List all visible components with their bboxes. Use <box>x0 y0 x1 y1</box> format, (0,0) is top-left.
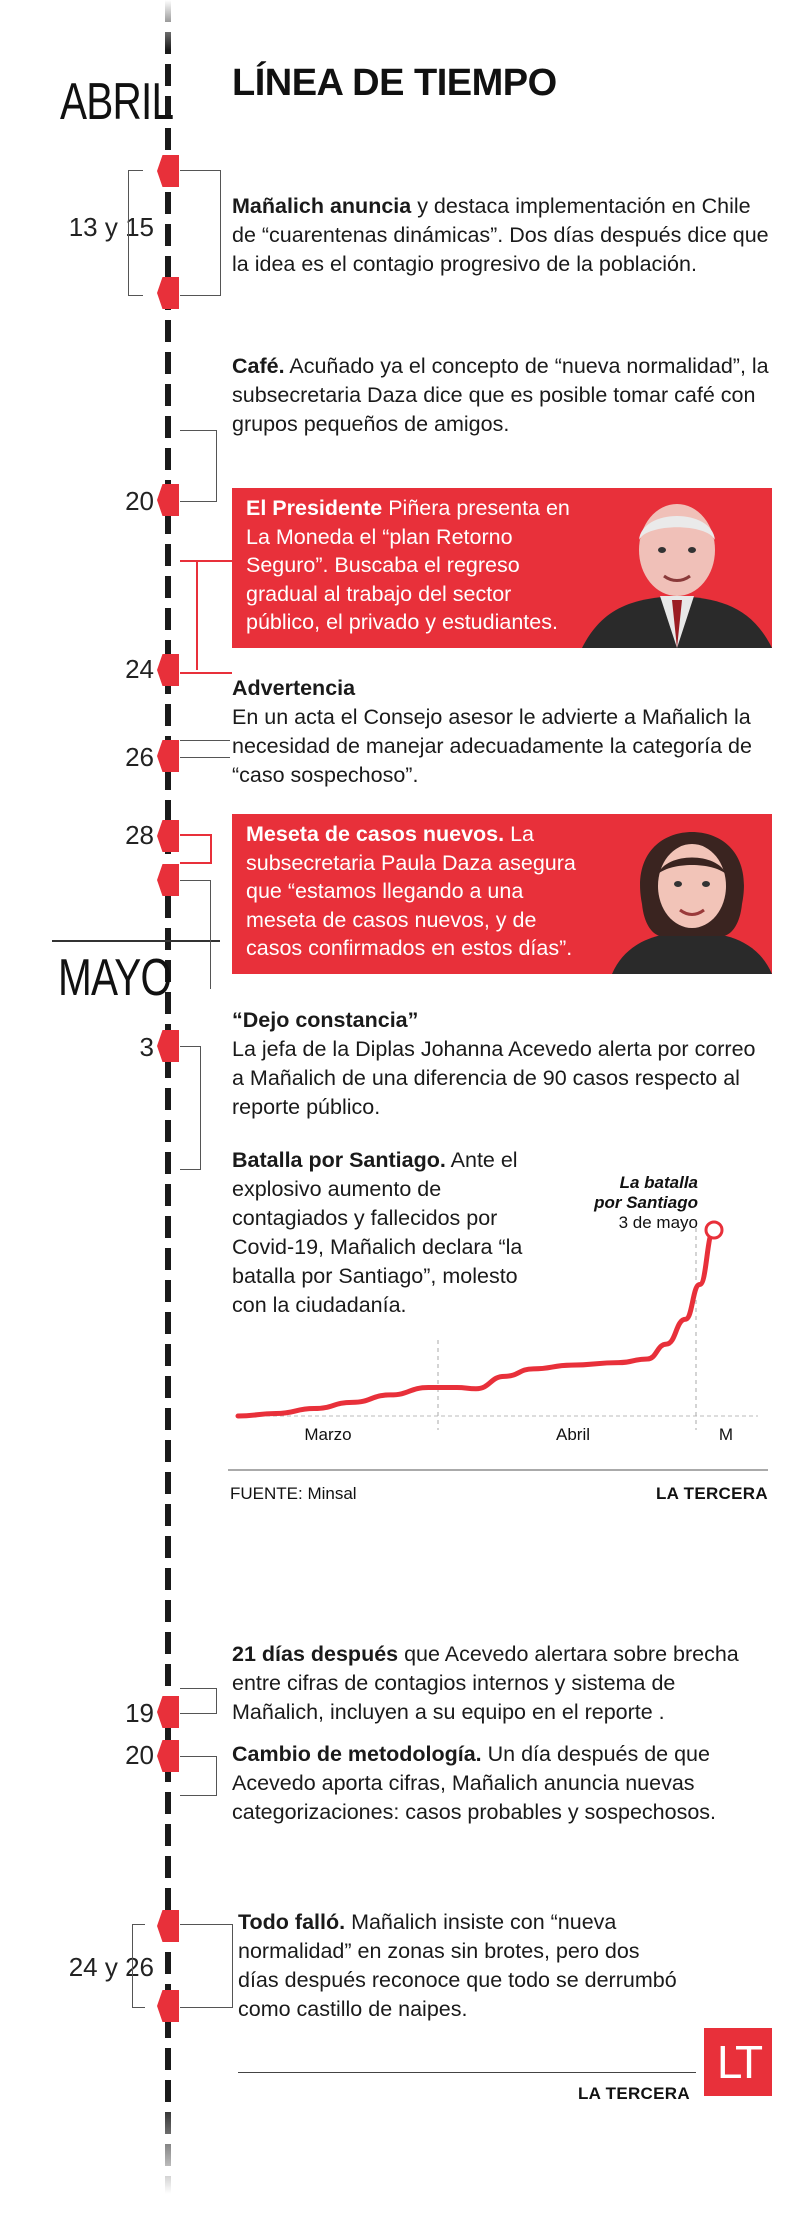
x-tick-marzo: Marzo <box>304 1425 351 1444</box>
event-bold: Todo falló. <box>238 1910 346 1934</box>
la-tercera-logo: LT <box>704 2028 772 2096</box>
connector-e8 <box>180 1688 217 1714</box>
event-text-metodologia: Cambio de metodología. Un día después de… <box>232 1740 772 1827</box>
series-line-cases <box>235 1227 717 1419</box>
event-body: La subsecretaria Paula Daza asegura que … <box>246 822 576 960</box>
footer-rule <box>238 2072 696 2073</box>
event-text-meseta: Meseta de casos nuevos. La subsecretaria… <box>246 820 586 963</box>
event-text-advertencia: Advertencia En un acta el Consejo asesor… <box>232 674 772 790</box>
event-bold: Batalla por Santiago. <box>232 1148 446 1172</box>
marker-24 <box>157 654 179 686</box>
date-28: 28 <box>125 820 154 850</box>
event-text-dejo-constancia: “Dejo constancia” La jefa de la Diplas J… <box>232 1006 772 1122</box>
connector-e2 <box>180 430 217 502</box>
event-bold: “Dejo constancia” <box>232 1008 419 1032</box>
event-body: Ante el explosivo aumento de contagiados… <box>232 1148 523 1317</box>
event-box-presidente: El Presidente Piñera presenta en La Mone… <box>232 488 772 648</box>
event-body: Piñera presenta en La Moneda el “plan Re… <box>246 496 570 634</box>
connector-e10 <box>180 1924 233 2008</box>
date-24: 24 <box>125 654 154 684</box>
chart-annotation-line1: La batalla <box>620 1173 698 1192</box>
event-body: Acuñado ya el concepto de “nueva normali… <box>232 354 769 436</box>
president-portrait-image <box>582 504 772 648</box>
date-24-26: 24 y 26 <box>68 1952 154 1982</box>
event-body: Mañalich insiste con “nueva normalidad” … <box>238 1910 677 2021</box>
marker-26 <box>157 740 179 772</box>
event-body: La jefa de la Diplas Johanna Acevedo ale… <box>232 1037 756 1119</box>
connector-e7 <box>180 1046 201 1170</box>
timeline-spine <box>165 0 171 2234</box>
event-text-cafe: Café. Acuñado ya el concepto de “nueva n… <box>232 352 772 439</box>
date-20b: 20 <box>125 1740 154 1770</box>
marker-26b <box>157 1990 179 2022</box>
daza-portrait-image <box>612 832 772 974</box>
marker-20a <box>157 484 179 516</box>
data-point-may-3 <box>704 1220 724 1240</box>
connector-e9 <box>180 1756 217 1796</box>
event-body: que Acevedo alertara sobre brecha entre … <box>232 1642 739 1724</box>
event-text-todo-fallo: Todo falló. Mañalich insiste con “nueva … <box>238 1908 678 2024</box>
connector-e4 <box>180 740 230 758</box>
event-bold: El Presidente <box>246 496 383 520</box>
event-bold: 21 días después <box>232 1642 399 1666</box>
chart-source: FUENTE: Minsal <box>230 1484 357 1503</box>
event-box-meseta: Meseta de casos nuevos. La subsecretaria… <box>232 814 772 974</box>
marker-13 <box>157 155 179 187</box>
marker-20b <box>157 1740 179 1772</box>
date-20a: 20 <box>125 486 154 516</box>
event-text-21-dias: 21 días después que Acevedo alertara sob… <box>232 1640 772 1727</box>
connector-e3 <box>180 560 232 674</box>
spine-fade-top <box>160 0 176 50</box>
chart-brand: LA TERCERA <box>656 1484 768 1503</box>
date-bracket <box>128 170 143 296</box>
event-body: En un acta el Consejo asesor le advierte… <box>232 705 752 787</box>
covid-cases-chart: La batalla por Santiago 3 de mayo Marzo … <box>228 1173 768 1471</box>
event-text-presidente: El Presidente Piñera presenta en La Mone… <box>246 494 586 637</box>
date-3: 3 <box>139 1032 154 1062</box>
x-tick-mayo: M <box>719 1425 733 1444</box>
date-bracket <box>132 1924 145 2008</box>
month-divider <box>52 940 220 942</box>
x-tick-abril: Abril <box>556 1425 590 1444</box>
event-bold: Advertencia <box>232 676 356 700</box>
month-label-april: ABRIL <box>60 73 174 131</box>
page-title: LÍNEA DE TIEMPO <box>232 62 557 104</box>
connector-e3-vertical <box>196 560 198 670</box>
marker-28 <box>157 820 179 852</box>
chart-annotation-line3: 3 de mayo <box>619 1213 698 1232</box>
event-text-13-15: Mañalich anuncia y destaca implementació… <box>232 192 772 279</box>
footer-brand: LA TERCERA <box>578 2084 690 2103</box>
marker-3 <box>157 1030 179 1062</box>
event-text-batalla: Batalla por Santiago. Ante el explosivo … <box>232 1146 532 1320</box>
event-body: Un día después de que Acevedo aporta cif… <box>232 1742 717 1824</box>
event-body: y destaca implementación en Chile de “cu… <box>232 194 769 276</box>
marker-19 <box>157 1696 179 1728</box>
event-bold: Cambio de metodología. <box>232 1742 482 1766</box>
marker-24b <box>157 1910 179 1942</box>
connector-e5 <box>180 834 212 864</box>
date-26: 26 <box>125 742 154 772</box>
marker-15 <box>157 277 179 309</box>
event-bold: Mañalich anuncia <box>232 194 412 218</box>
connector-e1 <box>180 170 221 296</box>
chart-annotation-line2: por Santiago <box>593 1193 698 1212</box>
event-bold: Café. <box>232 354 285 378</box>
month-label-may: MAYO <box>58 949 172 1007</box>
connector-e6 <box>180 880 211 989</box>
date-13-15: 13 y 15 <box>68 212 154 242</box>
event-bold: Meseta de casos nuevos. <box>246 822 505 846</box>
spine-fade-bottom <box>160 2100 176 2234</box>
date-19: 19 <box>125 1698 154 1728</box>
marker-28b <box>157 864 179 896</box>
